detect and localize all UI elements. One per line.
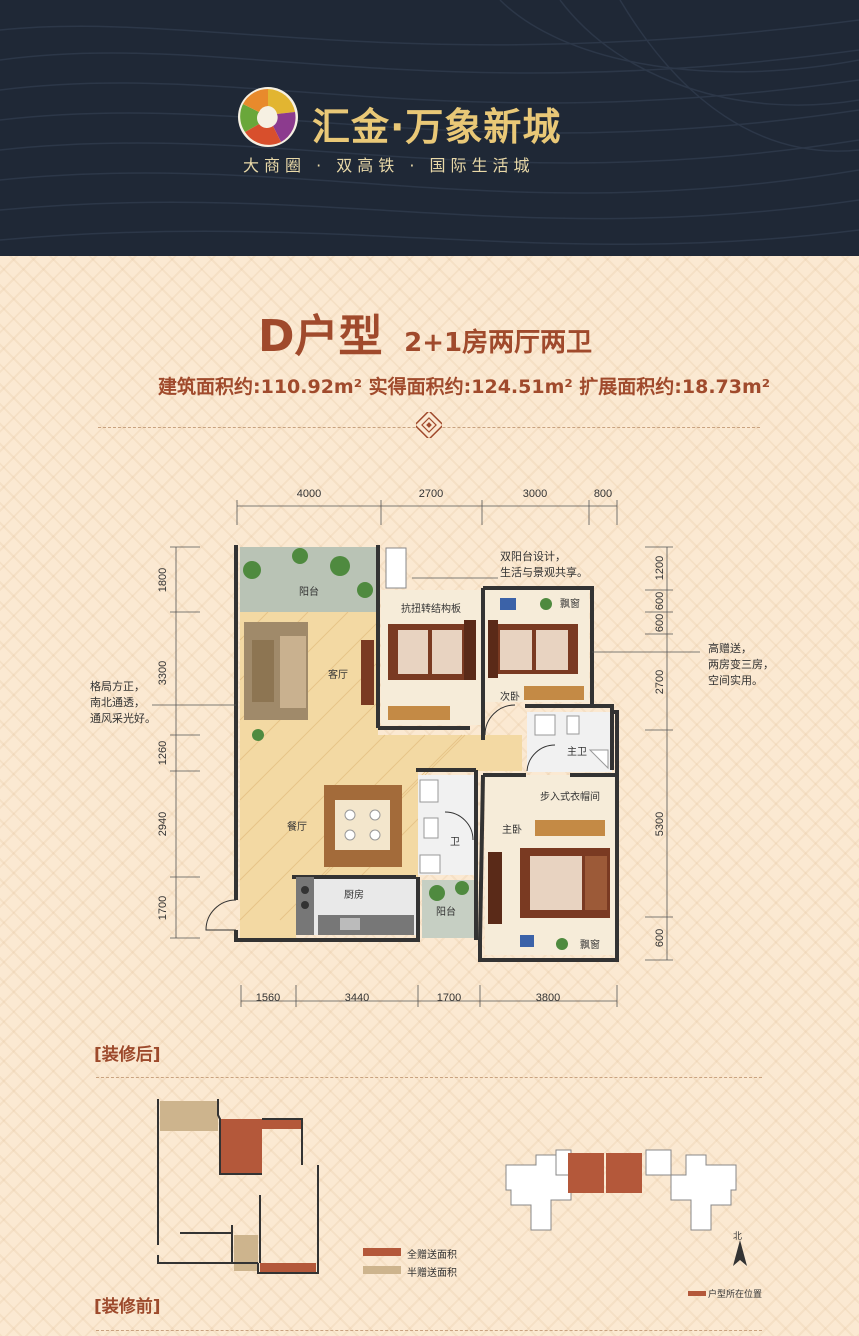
balcony-window [385,547,407,589]
dim-left-5: 1700 [157,896,169,920]
location-highlight-a [568,1153,604,1193]
section-divider-bottom [96,1330,762,1331]
unit-spec: 2+1房两厅两卫 [404,328,593,358]
main-bath-fixtures [534,714,609,770]
label-balcony-top: 阳台 [299,585,319,598]
wave-texture [0,0,859,246]
bath-door[interactable] [444,811,474,841]
legend-half-label: 半赠送面积 [407,1268,457,1279]
section-after-label: [装修后] [94,1045,161,1065]
section-divider [96,1077,762,1078]
dim-right-2: 600 [654,592,666,610]
building-location-plan [505,1149,737,1231]
brand-name: 汇金·万象新城 [312,105,562,149]
label-bedroom-a: 抗扭转结构板 [401,602,461,615]
living-sofa [244,622,374,720]
floor-plan: 4000 2700 3000 800 1560 3440 1700 3800 1… [90,488,774,1007]
bath-fixtures [419,779,441,874]
brand-slogan: 大商圈 · 双高铁 · 国际生活城 [243,156,535,175]
label-master: 主卧 [502,823,522,836]
balcony-top-floor [240,547,378,612]
note-top-2: 生活与景观共享。 [500,565,588,579]
dim-right-5: 5300 [654,812,666,836]
location-highlight-b [606,1153,642,1193]
header-banner: 汇金·万象新城 大商圈 · 双高铁 · 国际生活城 [0,0,859,256]
bedroom-a-furniture [388,620,476,720]
dim-left-4: 2940 [157,812,169,836]
kitchen-counter [296,877,414,935]
ornament-icon [416,412,442,438]
note-right-3: 空间实用。 [708,673,763,687]
legend-half-swatch [363,1266,401,1274]
legend-full-label: 全赠送面积 [407,1250,457,1261]
dim-right-4: 2700 [654,670,666,694]
main-bath-door[interactable] [526,744,556,772]
unit-title: D户型 2+1房两厅两卫 [258,300,592,364]
area-summary: 建筑面积约:110.92m² 实得面积约:124.51m² 扩展面积约:18.7… [158,376,771,398]
dim-right-3: 600 [654,614,666,632]
label-balcony-bottom: 阳台 [436,905,456,918]
living-dining-floor [240,612,522,938]
legend-location-swatch [688,1291,706,1296]
note-right-1: 高赠送， [708,641,752,655]
note-left-2: 南北通透， [90,696,145,709]
note-left-1: 格局方正， [90,679,145,693]
brand-logo-icon [238,87,298,147]
master-furniture [488,820,610,950]
dim-left-1: 1800 [157,568,169,592]
mini-plan [157,1099,319,1274]
section-before-label: [装修前] [94,1297,161,1317]
north-arrow-icon [733,1240,747,1266]
second-bedroom-furniture [488,598,584,700]
unit-code: D户型 [258,311,383,362]
dim-right-1: 1200 [654,556,666,580]
label-bath: 卫 [450,837,460,848]
label-walk-in: 步入式衣帽间 [540,790,600,803]
label-bay-window-bottom: 飘窗 [580,938,600,951]
note-top-1: 双阳台设计， [500,549,566,563]
note-right-2: 两房变三房， [708,657,774,671]
walls [234,545,619,962]
dim-top-3: 3000 [523,488,547,500]
legend-full-swatch [363,1248,401,1256]
dim-top-2: 2700 [419,488,443,500]
dim-right-6: 600 [654,929,666,947]
label-second-bedroom: 次卧 [500,690,520,703]
dim-top-1: 4000 [297,488,321,500]
north-label: 北 [733,1232,743,1242]
dim-bottom-4: 3800 [536,992,560,1004]
label-main-bath: 主卫 [567,746,587,758]
balcony-plants [243,548,469,901]
label-dining: 餐厅 [287,820,307,833]
entry-door[interactable] [205,899,237,931]
label-kitchen: 厨房 [344,888,364,901]
legend-location-label: 户型所在位置 [708,1290,763,1300]
dim-left-3: 1260 [157,741,169,765]
dim-left-2: 3300 [157,661,169,685]
dim-top-4: 800 [594,488,612,500]
dim-bottom-2: 3440 [345,992,369,1004]
second-bedroom-door[interactable] [484,704,516,736]
label-living: 客厅 [328,668,348,681]
note-left-3: 通风采光好。 [90,711,156,725]
dim-bottom-1: 1560 [256,992,280,1004]
dim-bottom-3: 1700 [437,992,461,1004]
label-bay-window-top: 飘窗 [560,597,580,610]
dining-table [324,785,402,867]
